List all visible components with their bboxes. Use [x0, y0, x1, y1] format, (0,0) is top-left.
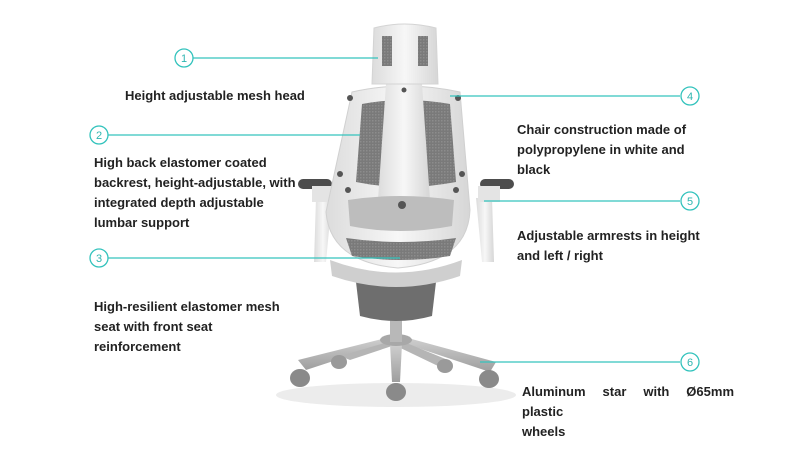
marker-number: 5	[687, 196, 693, 208]
marker-number: 4	[687, 91, 693, 103]
gas-cylinder	[390, 318, 402, 342]
marker-4: 4	[680, 86, 700, 106]
marker-6: 6	[680, 352, 700, 372]
headrest-mesh	[418, 36, 428, 66]
callout-line: integrated depth adjustable	[94, 195, 264, 210]
marker-1: 1	[174, 48, 194, 68]
callout-line: High-resilient elastomer mesh	[94, 299, 280, 314]
wheels	[290, 355, 499, 401]
headrest	[371, 23, 439, 85]
callout-3-label: High-resilient elastomer mesh seat with …	[94, 297, 294, 357]
callout-line: High back elastomer coated	[94, 155, 267, 170]
lumbar-support	[348, 196, 454, 231]
marker-3: 3	[89, 248, 109, 268]
wheel	[437, 359, 453, 373]
callout-5-label: Adjustable armrests in height and left /…	[517, 226, 717, 266]
wheel	[479, 370, 499, 388]
frame-screws	[337, 87, 465, 193]
seat-mechanism	[356, 279, 436, 321]
callout-2-label: High back elastomer coated backrest, hei…	[94, 153, 314, 233]
headrest-mesh	[382, 36, 392, 66]
armrests	[298, 179, 514, 262]
callout-1-label: Height adjustable mesh head	[125, 86, 325, 106]
wheel	[331, 355, 347, 369]
callout-line: reinforcement	[94, 339, 181, 354]
callout-line: wheels	[522, 424, 566, 439]
callout-line: polypropylene in white and	[517, 142, 685, 157]
wheel	[290, 369, 310, 387]
callout-4-label: Chair construction made of polypropylene…	[517, 120, 690, 180]
callout-line: lumbar support	[94, 215, 190, 230]
marker-number: 3	[96, 253, 102, 265]
marker-number: 2	[96, 130, 102, 142]
star-base	[298, 334, 496, 382]
spine	[378, 84, 430, 200]
callout-line: and left / right	[517, 248, 603, 263]
marker-number: 6	[687, 357, 693, 369]
callout-line: seat with front seat	[94, 319, 213, 334]
callout-line: Chair construction made of	[517, 122, 687, 137]
callout-line: Height adjustable mesh head	[125, 88, 305, 103]
callout-6-label: Aluminum star with Ø65mm plastic wheels	[522, 382, 734, 442]
leader-lines	[108, 57, 680, 363]
callout-line: black	[517, 162, 551, 177]
callout-line: backrest, height-adjustable, with	[94, 175, 296, 190]
callout-line: Adjustable armrests in height	[517, 228, 700, 243]
marker-2: 2	[89, 125, 109, 145]
chair-illustration	[276, 23, 516, 407]
seat-mesh	[346, 238, 456, 260]
marker-number: 1	[181, 53, 187, 65]
callout-line: Aluminum star with Ø65mm plastic	[522, 384, 734, 419]
marker-5: 5	[680, 191, 700, 211]
wheel	[386, 383, 406, 401]
